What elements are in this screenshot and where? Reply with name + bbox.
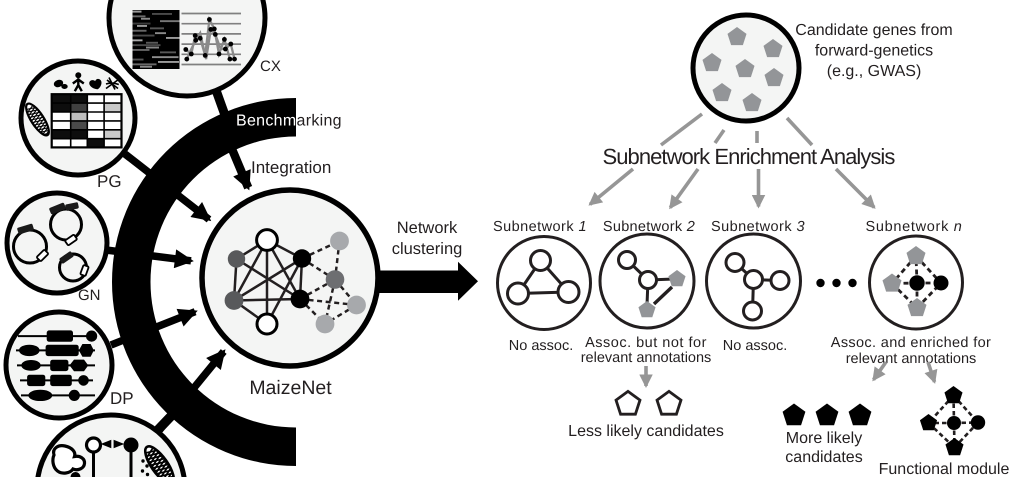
svg-text:relevant annotations: relevant annotations xyxy=(846,351,977,367)
svg-text:More likely: More likely xyxy=(786,430,862,447)
svg-text:No assoc.: No assoc. xyxy=(723,338,787,354)
svg-text:Benchmarking: Benchmarking xyxy=(236,112,342,129)
svg-text:GN: GN xyxy=(78,287,101,304)
svg-text:No assoc.: No assoc. xyxy=(509,338,573,354)
svg-text:(e.g., GWAS): (e.g., GWAS) xyxy=(827,63,922,80)
svg-text:Assoc. and enriched for: Assoc. and enriched for xyxy=(831,335,991,351)
svg-text:forward-genetics: forward-genetics xyxy=(815,43,933,60)
svg-text:Subnetwork 2: Subnetwork 2 xyxy=(603,219,695,235)
svg-text:Subnetwork 1: Subnetwork 1 xyxy=(493,219,587,235)
svg-text:Integration: Integration xyxy=(251,158,331,177)
svg-text:CX: CX xyxy=(260,58,281,75)
svg-text:clustering: clustering xyxy=(392,240,463,258)
svg-text:candidates: candidates xyxy=(785,449,862,466)
svg-text:Functional module: Functional module xyxy=(879,461,1010,477)
svg-text:Assoc. but not for: Assoc. but not for xyxy=(585,335,707,351)
svg-text:MaizeNet: MaizeNet xyxy=(249,377,332,399)
svg-text:Candidate genes from: Candidate genes from xyxy=(795,22,952,39)
svg-text:Subnetwork n: Subnetwork n xyxy=(865,219,962,235)
svg-text:Subnetwork 3: Subnetwork 3 xyxy=(711,219,805,235)
svg-text:Subnetwork Enrichment Analysis: Subnetwork Enrichment Analysis xyxy=(603,144,896,169)
svg-text:PG: PG xyxy=(97,172,122,191)
svg-text:Network: Network xyxy=(397,219,458,237)
svg-text:Less likely candidates: Less likely candidates xyxy=(568,423,724,440)
svg-text:Benchmarking: Benchmarking xyxy=(236,112,342,129)
svg-text:relevant annotations: relevant annotations xyxy=(581,350,712,366)
svg-text:DP: DP xyxy=(110,389,134,408)
